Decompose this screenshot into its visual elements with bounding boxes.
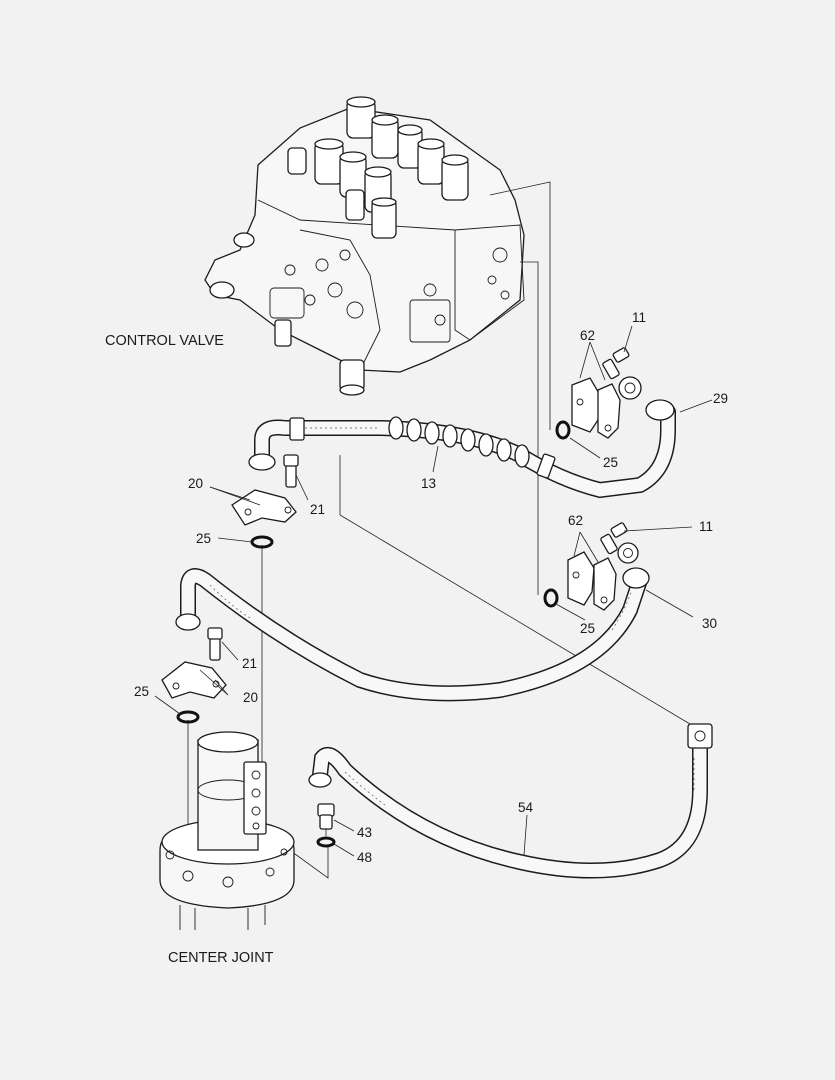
callout-20-mid: 20 [243,690,258,705]
callout-62-top: 62 [580,328,595,343]
callout-21-mid: 21 [242,656,257,671]
callout-25-top-right: 25 [603,455,618,470]
callout-29: 29 [713,391,728,406]
labels: CONTROL VALVE CENTER JOINT 11 62 29 25 1… [105,310,728,966]
callout-30: 30 [702,616,717,631]
callout-13: 13 [421,476,436,491]
callout-20-top: 20 [188,476,203,491]
callout-11-top: 11 [632,310,646,325]
fittings-middle [161,522,628,848]
hose-54 [308,723,713,879]
center-joint [159,731,295,930]
hose-30 [175,542,650,702]
callout-25-left-mid: 25 [134,684,149,699]
control-valve-caption: CONTROL VALVE [105,333,224,349]
callout-25-left-top: 25 [196,531,211,546]
hose-13 [248,376,676,499]
callout-54: 54 [518,800,534,815]
callout-43: 43 [357,825,372,840]
callout-leaders [154,325,713,857]
callout-21-top: 21 [310,502,325,517]
fittings-upper [231,347,630,549]
center-joint-caption: CENTER JOINT [168,950,274,966]
callout-11-mid: 11 [699,519,713,534]
callout-25-mid-right: 25 [580,621,595,636]
callout-48: 48 [357,850,372,865]
control-valve [204,96,525,396]
callout-62-mid: 62 [568,513,583,528]
